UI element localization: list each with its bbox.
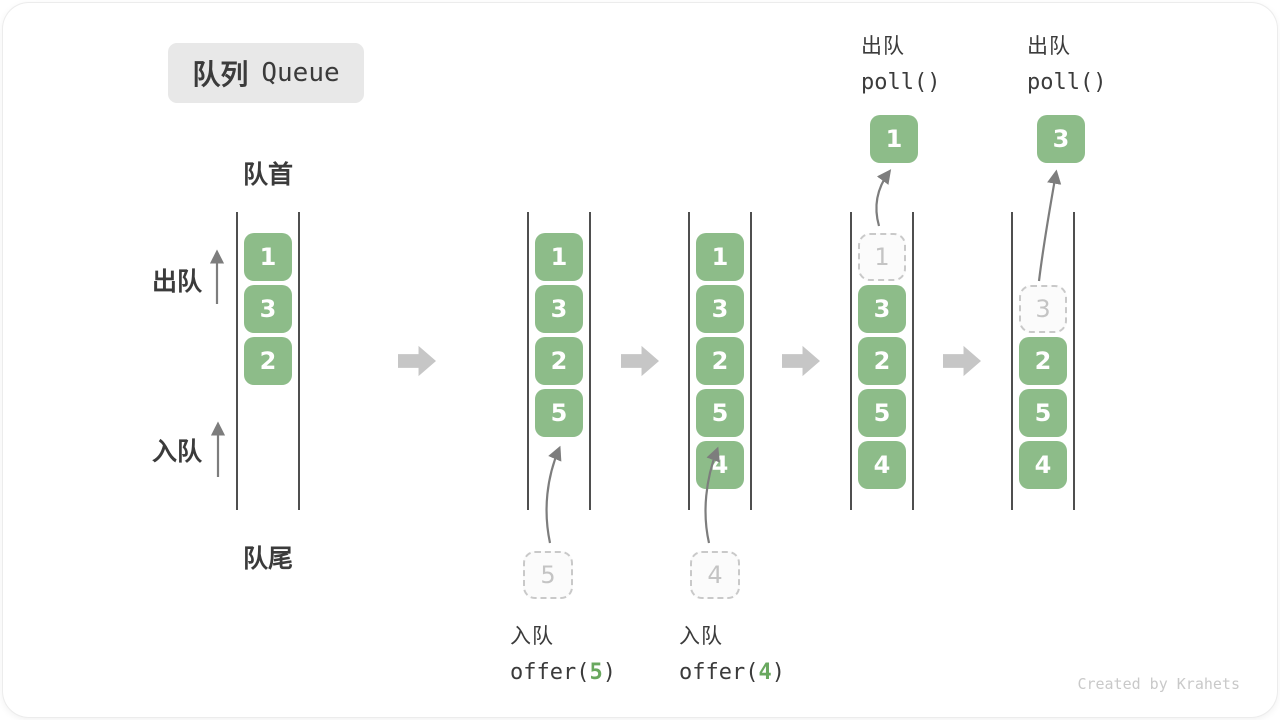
op-code: offer(5) [510, 660, 616, 685]
right-arrow-icon [621, 345, 659, 377]
queue-cell: 4 [1019, 441, 1067, 489]
op-arg: 5 [589, 660, 603, 685]
queue-wall-left [1011, 212, 1013, 510]
queue-wall-right [912, 212, 914, 510]
queue-wall-right [298, 212, 300, 510]
queue-cell: 2 [696, 337, 744, 385]
queue-wall-left [850, 212, 852, 510]
op-code: poll() [1027, 70, 1107, 95]
title-english: Queue [261, 58, 340, 88]
enqueue-staging-cell: 4 [690, 551, 740, 599]
queue-wall-right [589, 212, 591, 510]
queue-cell: 2 [858, 337, 906, 385]
op-poll-1: 出队 poll() [861, 30, 940, 95]
queue-cell: 2 [1019, 337, 1067, 385]
queue-cell-removed: 1 [858, 233, 906, 281]
queue-cell: 5 [696, 389, 744, 437]
dequeued-cell: 3 [1037, 115, 1085, 163]
queue-cell: 4 [696, 441, 744, 489]
watermark: Created by Krahets [1077, 675, 1240, 693]
op-arg: 4 [758, 660, 772, 685]
enqueue-staging-cell: 5 [523, 551, 573, 599]
queue-wall-right [750, 212, 752, 510]
label-queue-front: 队首 [242, 161, 293, 189]
queue-cell: 2 [244, 337, 292, 385]
right-arrow-icon [943, 345, 981, 377]
dequeued-cell: 1 [870, 115, 918, 163]
queue-cell: 3 [244, 285, 292, 333]
queue-wall-right [1073, 212, 1075, 510]
queue-cell: 1 [696, 233, 744, 281]
queue-cell-removed: 3 [1019, 285, 1067, 333]
queue-cell: 1 [244, 233, 292, 281]
queue-stage-3: 1 3 2 5 4 [688, 212, 752, 510]
op-offer-5: 入队 offer(5) [510, 620, 616, 685]
queue-wall-left [236, 212, 238, 510]
op-code: poll() [861, 70, 941, 95]
op-offer-4: 入队 offer(4) [679, 620, 785, 685]
queue-cell: 2 [535, 337, 583, 385]
queue-stage-1: 1 3 2 [236, 212, 300, 510]
queue-wall-left [527, 212, 529, 510]
op-code: offer(4) [679, 660, 785, 685]
queue-cell: 1 [535, 233, 583, 281]
label-queue-rear: 队尾 [242, 545, 293, 573]
label-enqueue: 入队 [151, 438, 202, 466]
label-dequeue: 出队 [151, 268, 202, 296]
queue-stage-5: 3 2 5 4 [1011, 212, 1075, 510]
queue-cell: 3 [858, 285, 906, 333]
title-chinese: 队列 [192, 59, 249, 90]
queue-cell: 5 [858, 389, 906, 437]
queue-cell: 5 [1019, 389, 1067, 437]
op-label: 出队 [1027, 35, 1071, 58]
queue-stage-4: 1 3 2 5 4 [850, 212, 914, 510]
queue-stage-2: 1 3 2 5 [527, 212, 591, 510]
title-badge: 队列 Queue [168, 43, 364, 103]
op-poll-3: 出队 poll() [1027, 30, 1106, 95]
queue-cell: 4 [858, 441, 906, 489]
op-label: 出队 [861, 35, 905, 58]
queue-wall-left [688, 212, 690, 510]
op-label: 入队 [679, 625, 723, 648]
op-label: 入队 [510, 625, 554, 648]
queue-cell: 3 [696, 285, 744, 333]
queue-cell: 3 [535, 285, 583, 333]
right-arrow-icon [398, 345, 436, 377]
right-arrow-icon [782, 345, 820, 377]
queue-cell: 5 [535, 389, 583, 437]
